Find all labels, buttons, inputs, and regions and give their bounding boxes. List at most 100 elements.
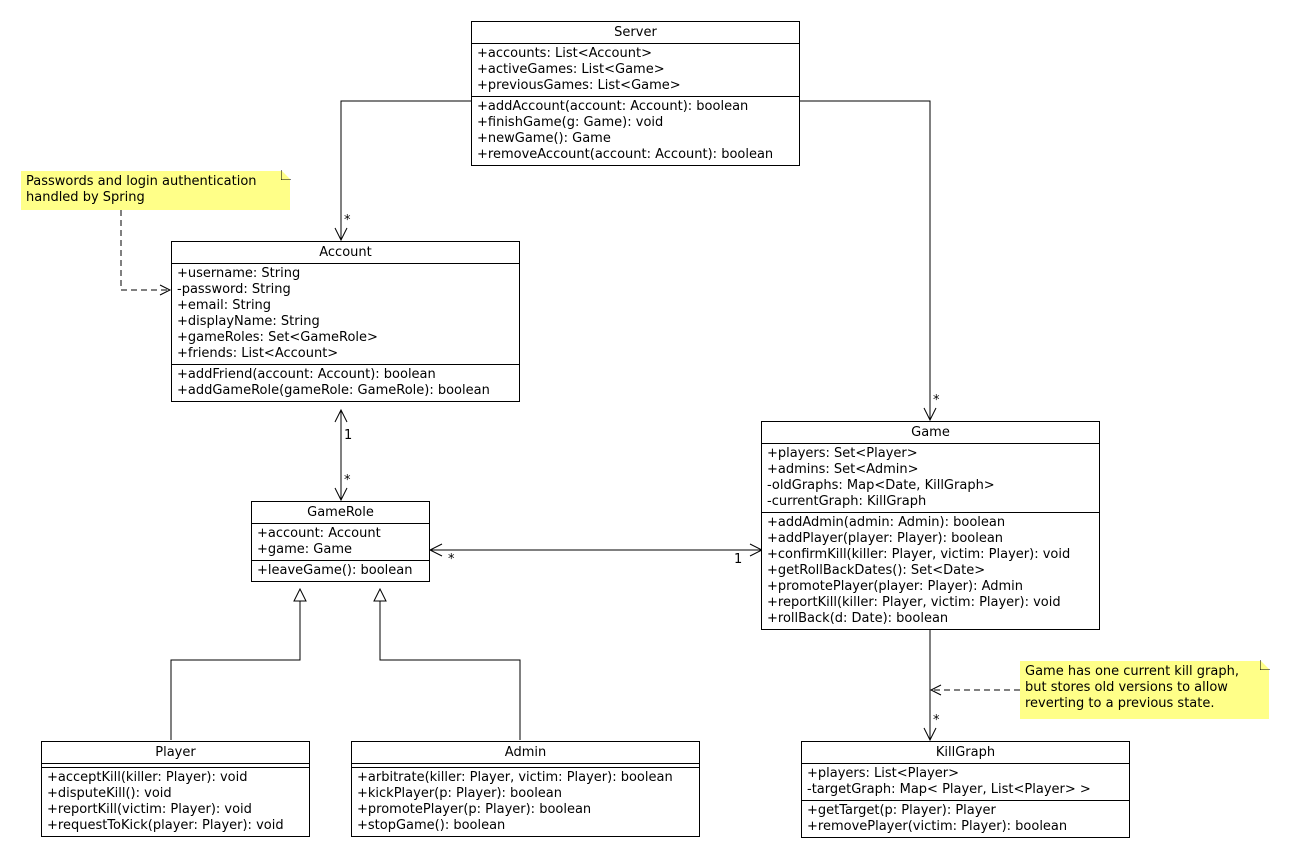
attributes: +players: Set<Player> +admins: Set<Admin… <box>762 444 1099 513</box>
note-text: handled by Spring <box>26 190 145 205</box>
attribute: +username: String <box>177 266 301 281</box>
multiplicity-gamerole-side: * <box>344 473 351 488</box>
class-name: Account <box>172 242 519 264</box>
class-name: KillGraph <box>802 742 1129 764</box>
method: +getRollBackDates(): Set<Date> <box>767 563 986 578</box>
attribute: +game: Game <box>257 542 352 557</box>
attributes: +account: Account +game: Game <box>252 524 429 561</box>
methods: +arbitrate(killer: Player, victim: Playe… <box>352 768 699 836</box>
methods: +acceptKill(killer: Player): void +dispu… <box>42 768 309 836</box>
multiplicity-account-side: 1 <box>344 428 353 443</box>
method: +addFriend(account: Account): boolean <box>177 367 436 382</box>
note-text: Game has one current kill graph, <box>1025 664 1239 679</box>
attribute: +friends: List<Account> <box>177 346 339 361</box>
attribute: +previousGames: List<Game> <box>477 78 681 93</box>
association-server-account <box>340 100 471 240</box>
method: +addGameRole(gameRole: GameRole): boolea… <box>177 383 490 398</box>
method: +leaveGame(): boolean <box>257 563 413 578</box>
class-server: Server +accounts: List<Account> +activeG… <box>471 21 800 166</box>
attribute: -oldGraphs: Map<Date, KillGraph> <box>767 478 995 493</box>
association-server-game <box>799 100 931 420</box>
attribute: -currentGraph: KillGraph <box>767 494 927 509</box>
note-text: but stores old versions to allow <box>1025 680 1228 695</box>
methods: +addAdmin(admin: Admin): boolean +addPla… <box>762 513 1099 629</box>
methods: +leaveGame(): boolean <box>252 561 429 581</box>
class-killgraph: KillGraph +players: List<Player> -target… <box>801 741 1130 838</box>
multiplicity-server-game: * <box>933 393 940 408</box>
class-name: Admin <box>352 742 699 764</box>
attribute: +gameRoles: Set<GameRole> <box>177 330 378 345</box>
class-admin: Admin +arbitrate(killer: Player, victim:… <box>351 741 700 837</box>
method: +kickPlayer(p: Player): boolean <box>357 786 563 801</box>
method: +reportKill(killer: Player, victim: Play… <box>767 595 1061 610</box>
note-arrowhead-spring <box>159 284 172 296</box>
attribute: +account: Account <box>257 526 381 541</box>
method: +addAccount(account: Account): boolean <box>477 99 749 114</box>
attribute: +players: Set<Player> <box>767 446 918 461</box>
method: +rollBack(d: Date): boolean <box>767 611 949 626</box>
method: +confirmKill(killer: Player, victim: Pla… <box>767 547 1071 562</box>
attribute: -password: String <box>177 282 291 297</box>
attribute: +email: String <box>177 298 272 313</box>
class-gamerole: GameRole +account: Account +game: Game +… <box>251 501 430 582</box>
note-link-spring <box>120 210 170 291</box>
multiplicity-server-account: * <box>344 213 351 228</box>
attribute: +players: List<Player> <box>807 766 960 781</box>
attributes: +username: String -password: String +ema… <box>172 264 519 365</box>
arrowhead-killgraph <box>923 727 937 742</box>
class-name: Player <box>42 742 309 764</box>
method: +stopGame(): boolean <box>357 818 506 833</box>
note-spring: Passwords and login authentication handl… <box>21 170 291 210</box>
method: +promotePlayer(p: Player): boolean <box>357 802 592 817</box>
multiplicity-gamerole-game-left: * <box>448 552 455 567</box>
note-killgraph: Game has one current kill graph, but sto… <box>1020 660 1270 719</box>
method: +requestToKick(player: Player): void <box>47 818 284 833</box>
note-text: Passwords and login authentication <box>26 174 257 189</box>
method: +newGame(): Game <box>477 131 611 146</box>
attributes: +accounts: List<Account> +activeGames: L… <box>472 44 799 97</box>
method: +addPlayer(player: Player): boolean <box>767 531 1004 546</box>
note-arrowhead-killgraph <box>929 684 942 696</box>
methods: +addFriend(account: Account): boolean +a… <box>172 365 519 401</box>
class-game: Game +players: Set<Player> +admins: Set<… <box>761 421 1100 630</box>
attribute: +accounts: List<Account> <box>477 46 652 61</box>
arrowhead-gamerole-down <box>334 487 348 502</box>
method: +disputeKill(): void <box>47 786 172 801</box>
class-account: Account +username: String -password: Str… <box>171 241 520 402</box>
attribute: -targetGraph: Map< Player, List<Player> … <box>807 782 1091 797</box>
method: +removeAccount(account: Account): boolea… <box>477 147 774 162</box>
class-name: Server <box>472 22 799 44</box>
note-text: reverting to a previous state. <box>1025 696 1215 711</box>
method: +arbitrate(killer: Player, victim: Playe… <box>357 770 673 785</box>
attributes <box>352 764 699 768</box>
inheritance-triangle-admin <box>373 587 387 602</box>
class-name: GameRole <box>252 502 429 524</box>
arrowhead-account-up <box>334 408 348 423</box>
attribute: +displayName: String <box>177 314 320 329</box>
method: +addAdmin(admin: Admin): boolean <box>767 515 1006 530</box>
arrowhead-gamerole-left <box>428 543 443 557</box>
multiplicity-game-killgraph: * <box>933 713 940 728</box>
arrowhead-game <box>923 407 937 422</box>
inheritance-triangle-player <box>293 587 307 602</box>
method: +removePlayer(victim: Player): boolean <box>807 819 1068 834</box>
class-name: Game <box>762 422 1099 444</box>
class-player: Player +acceptKill(killer: Player): void… <box>41 741 310 837</box>
methods: +addAccount(account: Account): boolean +… <box>472 97 799 165</box>
attribute: +activeGames: List<Game> <box>477 62 665 77</box>
method: +getTarget(p: Player): Player <box>807 803 996 818</box>
note-fold-icon <box>1260 660 1270 670</box>
arrowhead-account <box>334 227 348 242</box>
method: +promotePlayer(player: Player): Admin <box>767 579 1024 594</box>
note-fold-icon <box>281 170 291 180</box>
attribute: +admins: Set<Admin> <box>767 462 919 477</box>
method: +acceptKill(killer: Player): void <box>47 770 248 785</box>
generalization-player <box>170 601 301 740</box>
method: +reportKill(victim: Player): void <box>47 802 252 817</box>
method: +finishGame(g: Game): void <box>477 115 664 130</box>
generalization-admin <box>379 601 521 740</box>
attributes <box>42 764 309 768</box>
attributes: +players: List<Player> -targetGraph: Map… <box>802 764 1129 801</box>
methods: +getTarget(p: Player): Player +removePla… <box>802 801 1129 837</box>
